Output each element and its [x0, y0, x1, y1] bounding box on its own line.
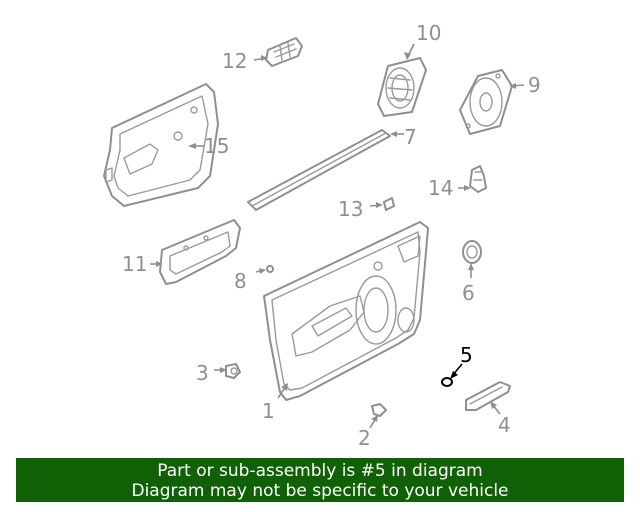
arrow-7 — [390, 131, 397, 137]
part-12-switch — [265, 37, 303, 67]
arrow-14 — [464, 185, 471, 191]
callout-1: 1 — [262, 399, 275, 423]
arrow-12 — [261, 55, 268, 61]
part-14-bracket — [469, 165, 487, 193]
part-10-speaker-grille — [377, 57, 427, 117]
part-4-pull-handle — [465, 381, 511, 411]
part-2-clip — [371, 403, 387, 417]
arrow-6 — [468, 263, 474, 270]
callout-2: 2 — [358, 426, 371, 450]
part-15-door-frame — [103, 83, 219, 207]
callout-4: 4 — [498, 413, 511, 437]
arrow-10 — [404, 52, 411, 60]
arrow-3 — [220, 367, 227, 373]
callout-14: 14 — [428, 176, 453, 200]
callout-5: 5 — [460, 343, 473, 367]
arrow-11 — [156, 261, 163, 267]
part-5-ring — [441, 377, 453, 387]
arrow-13 — [376, 202, 383, 208]
part-6-grommet — [462, 240, 482, 264]
arrow-1 — [281, 383, 288, 391]
callout-3: 3 — [196, 361, 209, 385]
arrow-5 — [450, 371, 458, 379]
part-7-belt-molding — [247, 129, 391, 211]
part-9-speaker — [459, 69, 513, 135]
callout-9: 9 — [528, 73, 541, 97]
arrow-9 — [509, 83, 516, 89]
arrow-15 — [188, 143, 196, 149]
arrow-4 — [490, 401, 497, 409]
info-banner: Part or sub-assembly is #5 in diagram Di… — [16, 458, 624, 502]
banner-line-1: Part or sub-assembly is #5 in diagram — [157, 461, 483, 481]
arrow-8 — [259, 268, 266, 274]
callout-8: 8 — [234, 269, 247, 293]
callout-13: 13 — [338, 197, 363, 221]
banner-line-2: Diagram may not be specific to your vehi… — [131, 481, 509, 501]
part-1-door-panel — [263, 221, 429, 401]
callout-11: 11 — [122, 252, 147, 276]
callout-10: 10 — [416, 21, 441, 45]
callout-7: 7 — [404, 125, 417, 149]
part-8-screw — [266, 265, 274, 273]
part-13-clip — [383, 197, 395, 211]
callout-12: 12 — [222, 49, 247, 73]
callout-6: 6 — [462, 281, 475, 305]
callout-15: 15 — [204, 134, 229, 158]
arrow-2 — [371, 415, 378, 422]
part-11-armrest-trim — [159, 219, 241, 285]
part-3-push-clip — [225, 363, 241, 379]
